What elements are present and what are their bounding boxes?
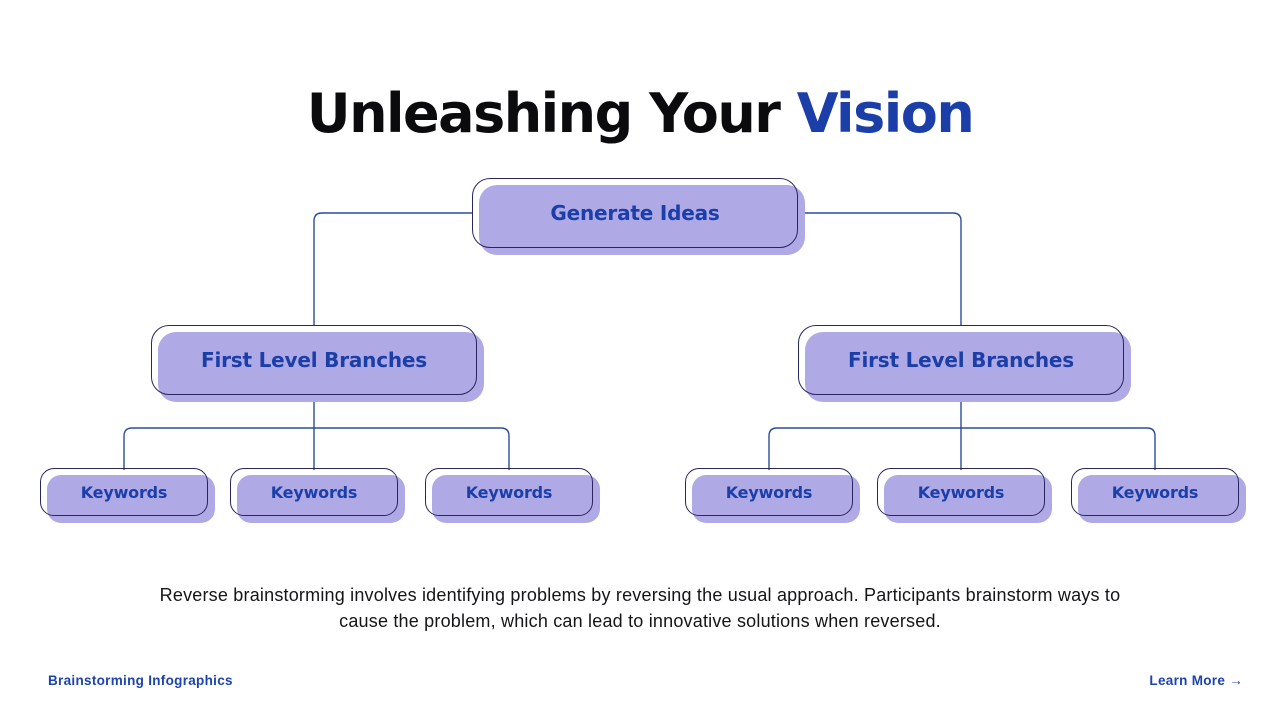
node-keyword-5: Keywords <box>877 468 1052 523</box>
learn-more-label: Learn More <box>1149 673 1226 688</box>
node-outline-shape <box>425 468 593 516</box>
node-outline-shape <box>472 178 798 248</box>
node-generate-ideas: Generate Ideas <box>472 178 805 255</box>
node-keyword-1: Keywords <box>40 468 215 523</box>
node-label: Keywords <box>80 482 168 502</box>
node-keyword-2: Keywords <box>230 468 405 523</box>
node-label: Keywords <box>725 482 813 502</box>
node-outline-shape <box>798 325 1124 395</box>
node-outline-shape <box>40 468 208 516</box>
connector-left-keywords-bus <box>123 427 510 470</box>
connector-root-to-left-branch <box>313 212 472 325</box>
node-label: First Level Branches <box>201 348 427 372</box>
node-label: First Level Branches <box>848 348 1074 372</box>
node-keyword-4: Keywords <box>685 468 860 523</box>
node-outline-shape <box>1071 468 1239 516</box>
learn-more-link[interactable]: Learn More→ <box>1149 673 1243 688</box>
node-label: Keywords <box>270 482 358 502</box>
node-outline-shape <box>230 468 398 516</box>
node-shadow-shape <box>479 185 805 255</box>
node-outline-shape <box>685 468 853 516</box>
node-shadow-shape <box>158 332 484 402</box>
node-keyword-6: Keywords <box>1071 468 1246 523</box>
title-text: Unleashing Your <box>306 82 781 146</box>
node-label: Keywords <box>465 482 553 502</box>
title-accent-text: Vision <box>796 82 975 146</box>
node-keyword-3: Keywords <box>425 468 600 523</box>
connector-root-to-right-branch <box>798 212 962 325</box>
node-first-level-branch-right: First Level Branches <box>798 325 1131 402</box>
node-label: Keywords <box>1111 482 1199 502</box>
node-shadow-shape <box>805 332 1131 402</box>
page-title: Unleashing Your Vision <box>0 82 1280 147</box>
node-outline-shape <box>877 468 1045 516</box>
footer-brand-link[interactable]: Brainstorming Infographics <box>48 673 233 688</box>
connector-right-keywords-bus <box>768 427 1156 470</box>
node-outline-shape <box>151 325 477 395</box>
arrow-right-icon: → <box>1229 673 1243 688</box>
node-label: Keywords <box>917 482 1005 502</box>
node-label: Generate Ideas <box>550 201 720 225</box>
node-first-level-branch-left: First Level Branches <box>151 325 484 402</box>
description-text: Reverse brainstorming involves identifyi… <box>159 585 1121 631</box>
